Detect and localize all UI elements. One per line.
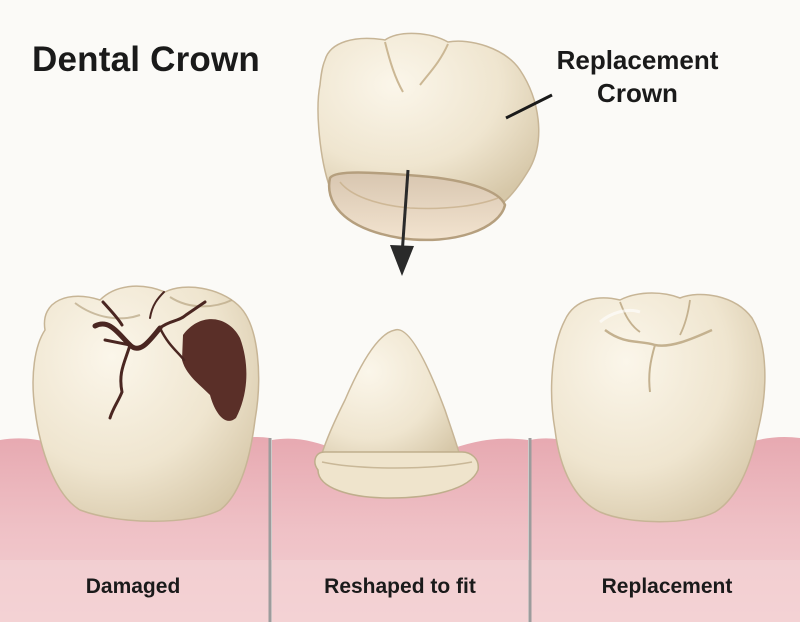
crown-pointer-line	[505, 93, 553, 120]
diagram-title: Dental Crown	[32, 40, 260, 79]
caption-reshaped: Reshaped to fit	[324, 575, 476, 598]
caption-replacement: Replacement	[601, 575, 733, 598]
restored-tooth	[550, 292, 766, 523]
damaged-tooth	[32, 285, 260, 522]
replacement-crown	[317, 32, 540, 242]
reshaped-tooth-stump	[314, 329, 479, 499]
callout-label-replacement-crown: Replacement Crown	[556, 45, 719, 108]
caption-damaged: Damaged	[85, 575, 181, 598]
panel-dividers	[268, 438, 532, 622]
decay-spot	[182, 319, 247, 421]
down-arrow-icon	[390, 169, 414, 276]
crack-lines	[92, 291, 207, 420]
